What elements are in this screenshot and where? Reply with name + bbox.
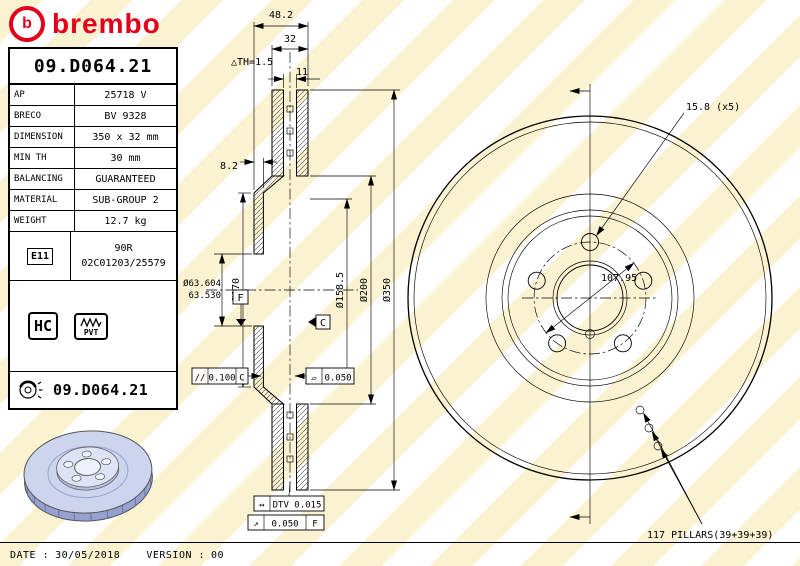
dtv-value: DTV 0.015 (273, 501, 322, 511)
table-row: MATERIAL SUB-GROUP 2 (10, 190, 176, 211)
table-row: WEIGHT 12.7 kg (10, 211, 176, 232)
footer-divider (0, 542, 800, 543)
section-view (206, 52, 358, 494)
brake-disc-illustration (23, 430, 153, 522)
row-value: 25718 V (104, 89, 147, 101)
section-dimensions: 48.2 32 △TH=1.5 11 8.2 Ø170 (183, 10, 400, 531)
homologation-row: E11 90R 02C01203/25579 (10, 232, 176, 281)
flatness-tolerance-frame: ▱ 0.050 (294, 367, 355, 385)
row-label: BRECO (10, 106, 75, 126)
flatness-symbol: ▱ (311, 374, 317, 384)
runout-symbol: ↗ (253, 520, 258, 530)
parallelism-tolerance-frame: // 0.100 C (191, 367, 262, 385)
runout-tolerance-frame: ↗ 0.050 F (247, 514, 325, 531)
dtv-symbol: ↔ (259, 501, 265, 511)
dim-bore-min: 63.530 (188, 291, 221, 301)
table-row: AP 25718 V (10, 85, 176, 106)
parallelism-datum: C (239, 374, 244, 384)
part-number: 09.D064.21 (10, 49, 176, 85)
logo-letter: b (22, 15, 32, 32)
pillars-callout: 117 PILLARS(39+39+39) (635, 405, 773, 541)
row-label: WEIGHT (10, 211, 75, 231)
pillars-note: 117 PILLARS(39+39+39) (647, 530, 773, 541)
dtv-frame: ↔ DTV 0.015 (253, 481, 325, 512)
front-view: 15.8 (x5) 107.95 117 PILLARS(39+39+39) (407, 84, 773, 541)
homologation-line1: 90R (114, 243, 133, 254)
parallelism-symbol: // (195, 374, 206, 384)
vent-ticks (26, 478, 152, 521)
version-value: 00 (211, 550, 225, 561)
dim-bore-max: Ø63.604 (183, 278, 221, 289)
dim-band-width: 32 (284, 34, 296, 45)
date-value: 30/05/2018 (55, 550, 121, 561)
hc-badge: HC (28, 312, 59, 340)
date-label: DATE : (10, 550, 50, 561)
left-panel: b brembo 09.D064.21 AP 25718 V BRECO BV … (8, 5, 178, 534)
dim-overall-width: 48.2 (269, 10, 293, 21)
row-label: DIMENSION (10, 127, 75, 147)
runout-value: 0.050 (271, 520, 298, 530)
footer: DATE : 30/05/2018 VERSION : 00 (10, 550, 230, 561)
painted-disc-icon (19, 380, 43, 399)
badges-row: HC PVT (10, 281, 176, 372)
dim-min-th-note: △TH=1.5 (231, 57, 273, 68)
brembo-wordmark: brembo (52, 8, 161, 39)
painted-part-row: 09.D064.21 (10, 372, 176, 408)
row-value: 350 x 32 mm (92, 131, 159, 143)
technical-drawing: 48.2 32 △TH=1.5 11 8.2 Ø170 (183, 10, 773, 541)
pvt-coil-icon (80, 316, 102, 328)
painted-part-number: 09.D064.21 (53, 381, 149, 399)
runout-datum: F (312, 520, 317, 530)
flatness-value: 0.050 (324, 374, 351, 384)
brembo-logo: b brembo (9, 6, 178, 42)
e11-homologation-badge: E11 (26, 247, 54, 265)
row-value: BV 9328 (104, 110, 147, 122)
dim-350-diameter: Ø350 (381, 278, 393, 302)
dim-bolt-hole: 15.8 (x5) (686, 102, 740, 113)
table-row: BALANCING GUARANTEED (10, 169, 176, 190)
dim-vent-width: 11 (296, 67, 308, 78)
row-value: GUARANTEED (95, 173, 156, 185)
table-row: DIMENSION 350 x 32 mm (10, 127, 176, 148)
version-label: VERSION : (146, 550, 206, 561)
row-label: BALANCING (10, 169, 75, 189)
bolt-holes (63, 450, 112, 482)
brembo-disc-icon: b (9, 6, 45, 42)
pvt-badge: PVT (74, 312, 109, 340)
row-value: 12.7 kg (104, 215, 147, 227)
spec-table: 09.D064.21 AP 25718 V BRECO BV 9328 DIME… (8, 47, 178, 410)
vent-pillar-marks (286, 105, 294, 463)
row-label: AP (10, 85, 75, 105)
datum-c-label: C (320, 318, 326, 329)
datum-f-label: F (237, 293, 243, 304)
dim-bolt-circle: 107.95 (601, 273, 637, 284)
row-label: MATERIAL (10, 190, 75, 210)
dim-flange-thickness: 8.2 (220, 161, 238, 172)
parallelism-value: 0.100 (208, 374, 235, 384)
row-value: 30 mm (110, 152, 141, 164)
table-row: BRECO BV 9328 (10, 106, 176, 127)
dim-200-diameter: Ø200 (358, 278, 370, 302)
row-value: SUB-GROUP 2 (92, 194, 159, 206)
table-row: MIN TH 30 mm (10, 148, 176, 169)
pvt-label: PVT (83, 327, 99, 337)
homologation-line2: 02C01203/25579 (81, 258, 166, 269)
row-label: MIN TH (10, 148, 75, 168)
dim-1585-diameter: Ø158.5 (334, 272, 346, 308)
